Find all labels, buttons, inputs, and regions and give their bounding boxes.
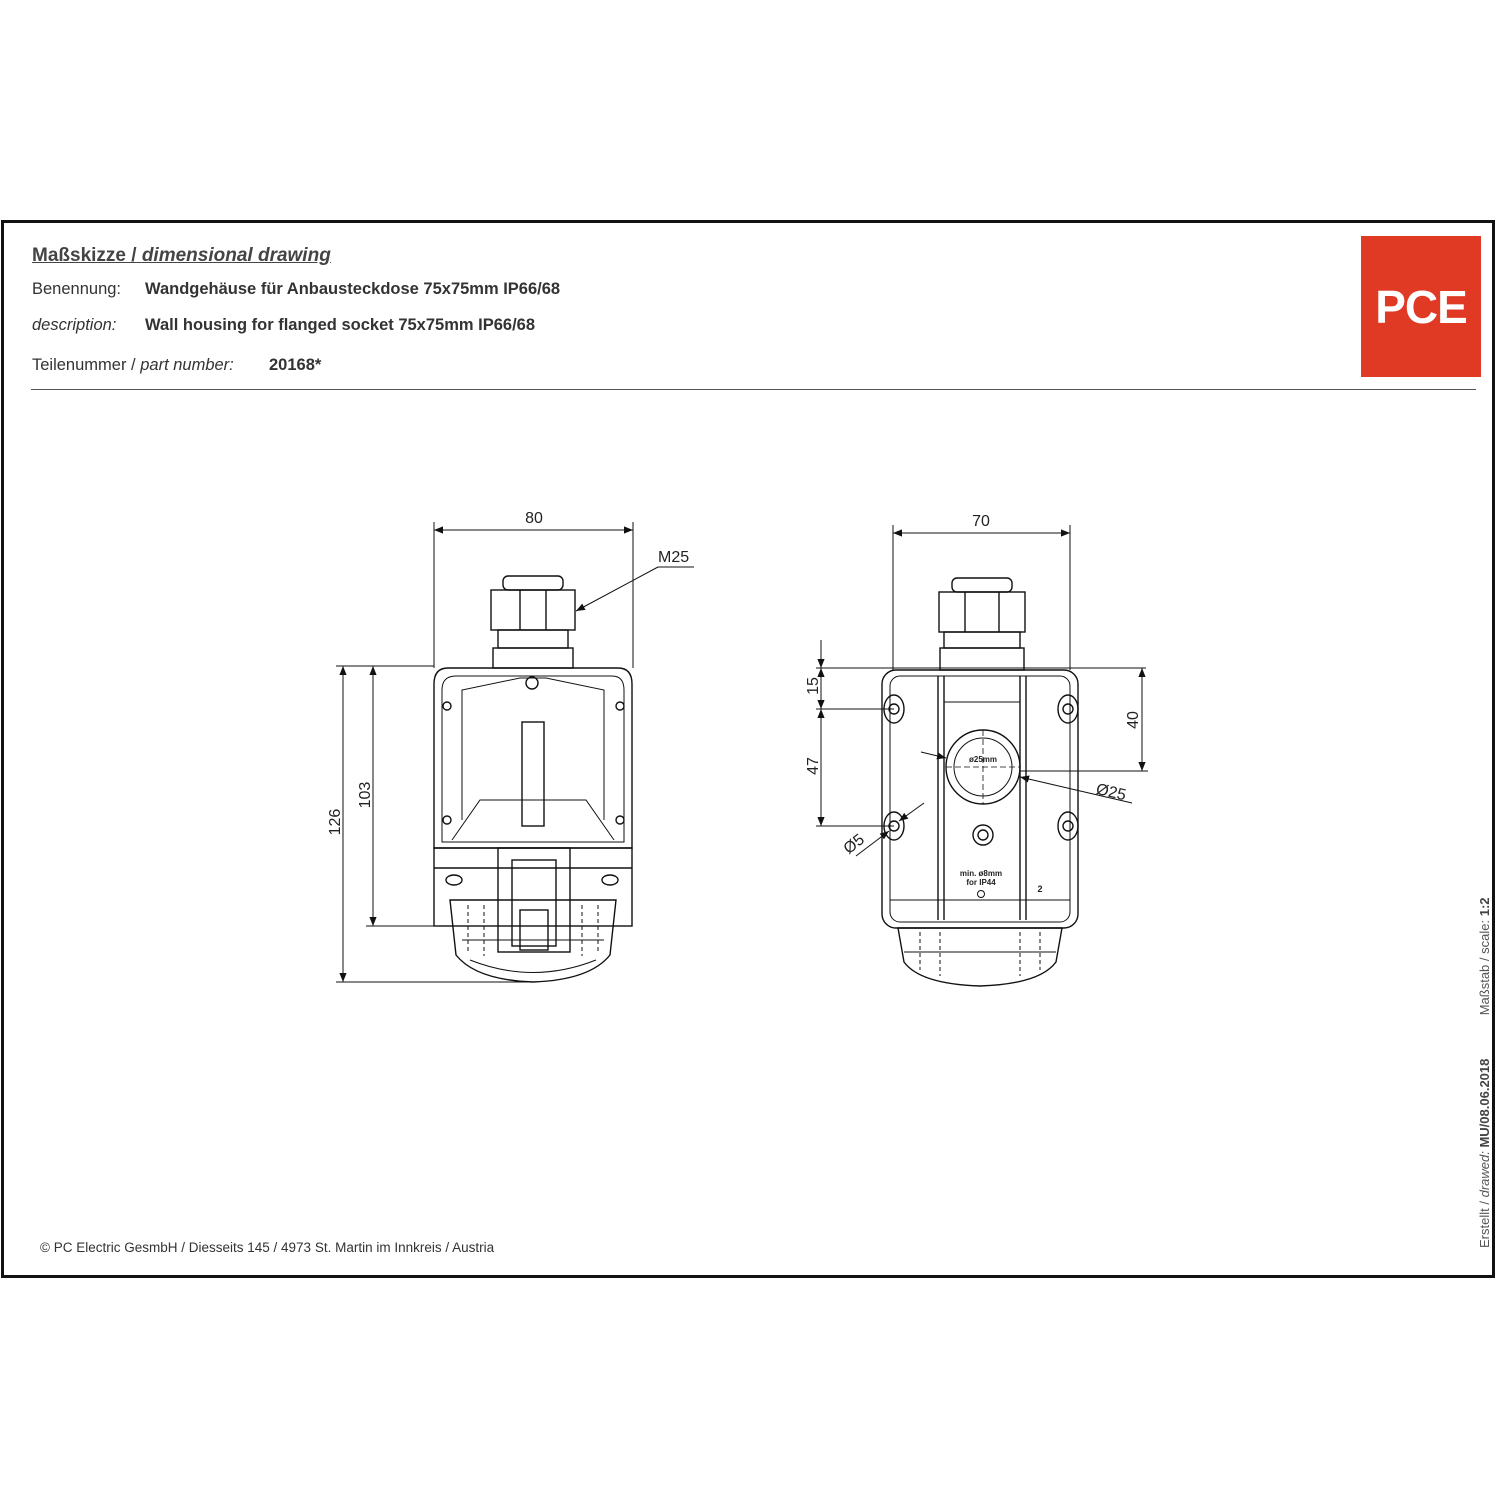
left-socket-lid xyxy=(449,899,617,983)
left-cable-gland xyxy=(490,575,576,669)
part-number-label-en: part number: xyxy=(140,356,234,374)
description-row: description: Wall housing for flanged so… xyxy=(32,316,535,335)
dim-left-height-body xyxy=(366,665,434,927)
label-thread: M25 xyxy=(658,549,689,566)
label-hole-diameter: Ø25 xyxy=(1094,781,1127,804)
part-number-row: Teilenummer / part number: 20168* xyxy=(32,356,321,375)
dim-right-vertical-left xyxy=(816,640,1146,827)
label-right-hole-span: 40 xyxy=(1125,711,1142,729)
side-view xyxy=(336,522,694,983)
side-view-labels: 80 M25 126 103 xyxy=(327,510,689,835)
label-right-spacing: 47 xyxy=(805,757,822,775)
label-left-width: 80 xyxy=(525,510,543,527)
description-value: Wall housing for flanged socket 75x75mm … xyxy=(145,316,536,334)
name-label: Benennung: xyxy=(32,280,122,298)
right-housing-body xyxy=(881,669,1079,929)
mounting-holes xyxy=(883,694,1079,841)
label-note-line2: for IP44 xyxy=(966,878,996,887)
pce-logo: PCE xyxy=(1361,236,1481,377)
dim-right-vertical-right xyxy=(1020,668,1148,772)
rear-view xyxy=(816,525,1148,987)
right-socket-lid xyxy=(897,927,1063,987)
label-screw-diameter: Ø5 xyxy=(841,831,868,858)
name-row: Benennung: Wandgehäuse für Anbausteckdos… xyxy=(32,280,560,299)
dim-right-width xyxy=(892,525,1071,670)
knockout-hole xyxy=(945,729,1021,805)
dim-screw-diameter-leader xyxy=(855,802,925,857)
part-number-value: 20168* xyxy=(269,356,322,374)
label-right-width: 70 xyxy=(972,513,990,530)
dim-left-width xyxy=(433,522,634,668)
description-label: description: xyxy=(32,316,117,334)
dim-thread-leader xyxy=(575,566,694,612)
drawing-sheet: Maßskizze / dimensional drawing Benennun… xyxy=(1,220,1495,1278)
name-value: Wandgehäuse für Anbausteckdose 75x75mm I… xyxy=(145,280,561,298)
drawing-title: Maßskizze / dimensional drawing xyxy=(32,245,331,266)
label-knockout-inner: ø25mm xyxy=(969,755,997,764)
part-number-label-de: Teilenummer / xyxy=(32,356,136,374)
right-cable-gland xyxy=(938,577,1026,671)
label-corner-number: 2 xyxy=(1037,884,1042,894)
label-note-line1: min. ø8mm xyxy=(960,869,1002,878)
header-divider xyxy=(31,389,1476,390)
left-housing-body xyxy=(433,667,633,849)
copyright-footer: © PC Electric GesmbH / Diesseits 145 / 4… xyxy=(40,1240,495,1255)
label-left-height-total: 126 xyxy=(327,809,344,836)
label-left-height-body: 103 xyxy=(357,782,374,809)
label-right-top: 15 xyxy=(805,677,822,695)
dim-hole-diameter-leader xyxy=(920,751,1133,804)
